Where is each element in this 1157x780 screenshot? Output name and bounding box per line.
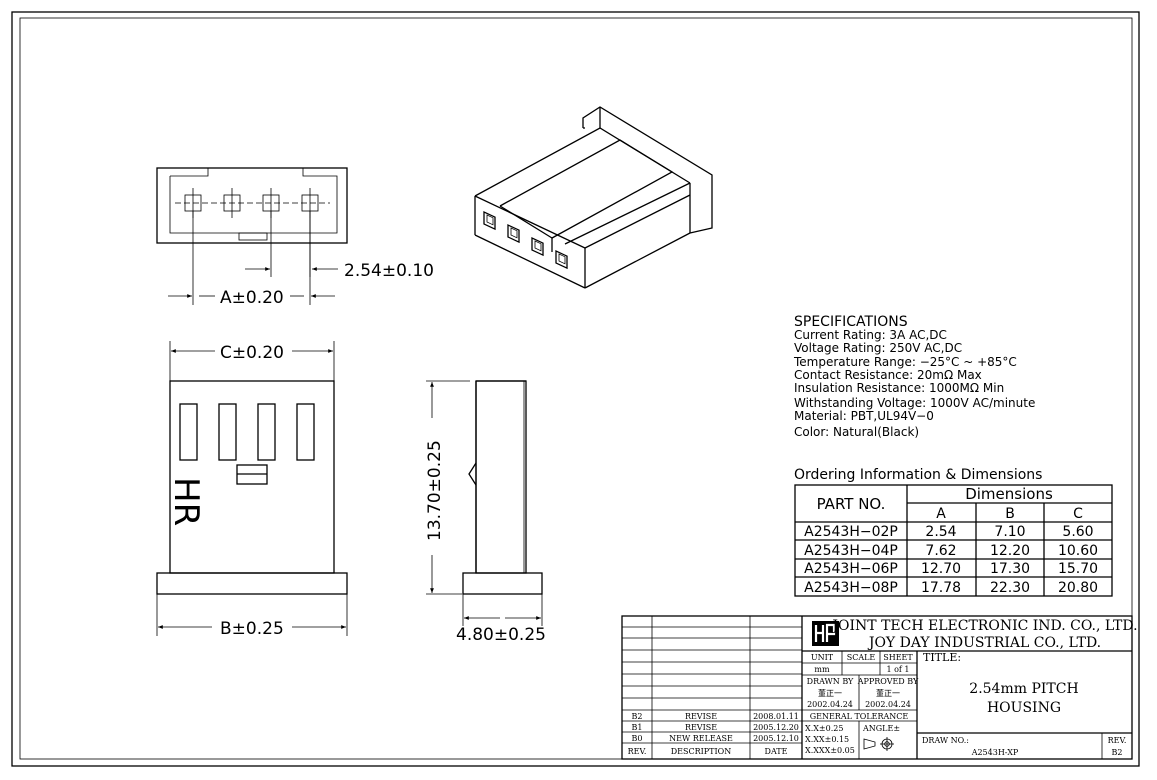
date-col-header: DATE [765, 747, 788, 756]
c-dimension: C±0.20 [169, 341, 335, 381]
drawing-title-line-2: HOUSING [987, 700, 1061, 716]
pitch-dim-label: 2.54±0.10 [344, 261, 434, 281]
part-cell: A2543H−06P [804, 561, 898, 577]
spec-heading: SPECIFICATIONS [794, 314, 908, 330]
a-cell: 17.78 [921, 580, 961, 596]
top-view [156, 167, 348, 305]
col-a-header: A [936, 506, 946, 522]
tolerance-1: X.X±0.25 [805, 724, 843, 733]
drawn-by-name: 董正一 [818, 688, 842, 698]
company-logo-icon [812, 621, 839, 646]
rev-entry: B2 [632, 712, 643, 721]
spec-line: Voltage Rating: 250V AC,DC [794, 341, 962, 355]
approved-by-name: 董正一 [876, 688, 900, 698]
rev-label: REV. [1108, 736, 1127, 745]
b-cell: 12.20 [990, 543, 1030, 559]
c-cell: 15.70 [1058, 561, 1098, 577]
rev-entry: B1 [632, 723, 643, 732]
rev-date: 2008.01.11 [753, 712, 799, 721]
projection-symbol-icon [863, 737, 894, 751]
spec-line: Color: Natural(Black) [794, 425, 919, 439]
a-cell: 12.70 [921, 561, 961, 577]
b-cell: 22.30 [990, 580, 1030, 596]
scale-label: SCALE [847, 653, 876, 662]
spec-line: Current Rating: 3A AC,DC [794, 328, 947, 342]
spec-line: Material: PBT,UL94V−0 [794, 409, 934, 423]
rev-desc: NEW RELEASE [669, 734, 733, 743]
c-cell: 10.60 [1058, 543, 1098, 559]
sheet-label: SHEET [883, 653, 913, 662]
c-cell: 20.80 [1058, 580, 1098, 596]
spec-line: Temperature Range: −25°C ~ +85°C [793, 355, 1017, 369]
dimensions-header: Dimensions [965, 485, 1053, 503]
isometric-view [474, 106, 713, 289]
company-name-1: JOINT TECH ELECTRONIC IND. CO., LTD. [830, 618, 1137, 634]
col-b-header: B [1005, 506, 1015, 522]
drawn-by-date: 2002.04.24 [807, 700, 853, 709]
rev-date: 2005.12.20 [753, 723, 799, 732]
inner-border [19, 17, 1133, 760]
unit-value: mm [814, 665, 830, 674]
part-no-header: PART NO. [817, 495, 886, 513]
b-dim-label: B±0.25 [220, 619, 284, 639]
depth-dimension: 4.80±0.25 [456, 594, 546, 645]
rev-value: B2 [1112, 748, 1123, 757]
part-cell: A2543H−08P [804, 580, 898, 596]
hr-marking: HR [166, 477, 206, 526]
part-cell: A2543H−02P [804, 524, 898, 540]
outer-border [11, 11, 1140, 767]
rev-desc: REVISE [685, 712, 717, 721]
pitch-dimension: 2.54±0.10 [245, 211, 434, 281]
tolerance-3: X.XXX±0.05 [805, 746, 855, 755]
b-cell: 17.30 [990, 561, 1030, 577]
a-cell: 2.54 [925, 524, 956, 540]
draw-no-value: A2543H-XP [971, 748, 1019, 757]
col-c-header: C [1073, 506, 1083, 522]
draw-no-label: DRAW NO.: [922, 736, 969, 745]
unit-label: UNIT [811, 653, 834, 662]
depth-dim-label: 4.80±0.25 [456, 625, 546, 645]
b-cell: 7.10 [994, 524, 1025, 540]
height-dim-label: 13.70±0.25 [425, 440, 445, 541]
a-dim-label: A±0.20 [220, 288, 284, 308]
rev-desc: REVISE [685, 723, 717, 732]
a-dimension: A±0.20 [168, 288, 335, 308]
rev-col-header: REV. [628, 747, 647, 756]
spec-line: Insulation Resistance: 1000MΩ Min [794, 381, 1004, 395]
height-dimension: 13.70±0.25 [425, 380, 470, 595]
b-dimension: B±0.25 [156, 594, 348, 639]
spec-line: Contact Resistance: 20mΩ Max [794, 368, 982, 382]
part-cell: A2543H−04P [804, 543, 898, 559]
front-view: HR [156, 380, 348, 595]
drawn-by-label: DRAWN BY [807, 677, 854, 686]
title-label: TITLE: [923, 651, 961, 664]
spec-line: Withstanding Voltage: 1000V AC/minute [794, 396, 1035, 410]
approved-by-label: APPROVED BY [857, 677, 919, 686]
angle-label: ANGLE± [862, 724, 900, 733]
rev-entry: B0 [632, 734, 643, 743]
side-view [462, 380, 543, 595]
desc-col-header: DESCRIPTION [671, 747, 731, 756]
ordering-table: Ordering Information & Dimensions PART N… [794, 467, 1113, 597]
rev-date: 2005.12.10 [753, 734, 799, 743]
specifications: SPECIFICATIONS Current Rating: 3A AC,DC … [793, 314, 1035, 439]
c-dim-label: C±0.20 [220, 343, 284, 363]
title-block: B2 REVISE 2008.01.11 B1 REVISE 2005.12.2… [621, 615, 1138, 760]
drawing-title-line-1: 2.54mm PITCH [969, 681, 1078, 697]
tolerance-2: X.XX±0.15 [805, 735, 849, 744]
sheet-value: 1 of 1 [886, 665, 909, 674]
c-cell: 5.60 [1062, 524, 1093, 540]
company-name-2: JOY DAY INDUSTRIAL CO., LTD. [867, 635, 1101, 651]
approved-by-date: 2002.04.24 [865, 700, 911, 709]
general-tolerance-label: GENERAL TOLERANCE [810, 712, 909, 721]
ordering-heading: Ordering Information & Dimensions [794, 467, 1042, 483]
a-cell: 7.62 [925, 543, 956, 559]
